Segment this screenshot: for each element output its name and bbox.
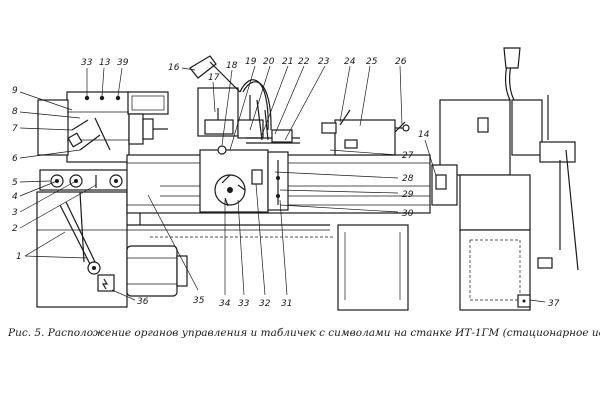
callout-21: 21: [282, 57, 293, 67]
callout-36: 36: [137, 297, 149, 307]
callout-5: 5: [12, 178, 18, 188]
callout-23: 23: [318, 57, 330, 67]
right-pedestal: [337, 224, 409, 311]
callout-33-top: 33: [81, 58, 93, 68]
callout-3: 3: [12, 208, 18, 218]
caption-text: Расположение органов управления и таблич…: [47, 327, 600, 339]
callout-6: 6: [12, 154, 18, 164]
caption-prefix: Рис. 5.: [8, 327, 45, 339]
callout-22: 22: [298, 57, 310, 67]
callout-7: 7: [12, 124, 18, 134]
callout-24: 24: [344, 57, 356, 67]
callout-9: 9: [12, 86, 18, 96]
callout-19: 19: [245, 57, 257, 67]
tool-post: [197, 87, 300, 144]
callout-39: 39: [117, 58, 129, 68]
end-view: [431, 47, 579, 311]
callout-8: 8: [12, 107, 18, 117]
callout-16: 16: [168, 63, 180, 73]
callout-4: 4: [12, 192, 18, 202]
callout-31: 31: [281, 299, 292, 309]
callout-28: 28: [402, 174, 414, 184]
callout-26: 26: [395, 57, 407, 67]
callout-30: 30: [402, 209, 414, 219]
apron: [199, 145, 289, 213]
callout-18: 18: [226, 61, 238, 71]
figure-caption: Рис. 5. Расположение органов управления …: [8, 327, 600, 339]
callout-32: 32: [259, 299, 271, 309]
callout-14: 14: [418, 130, 430, 140]
callout-33-bottom: 33: [238, 299, 250, 309]
callout-27: 27: [402, 151, 414, 161]
leader-lines: [19, 65, 546, 303]
motor: [126, 245, 188, 297]
callout-34: 34: [219, 299, 231, 309]
lamp-front: [189, 55, 272, 131]
headstock: [37, 91, 169, 191]
callout-labels: 33 13 39 16 17 18 19 20 21 22 23 24 25 2…: [12, 57, 560, 309]
callout-35: 35: [193, 296, 205, 306]
callout-17: 17: [208, 73, 220, 83]
callout-20: 20: [263, 57, 275, 67]
callout-37: 37: [548, 299, 560, 309]
callout-2: 2: [12, 224, 18, 234]
callout-1: 1: [16, 252, 22, 262]
lathe-drawing: 33 13 39 16 17 18 19 20 21 22 23 24 25 2…: [12, 47, 579, 311]
callout-13: 13: [99, 58, 111, 68]
tailstock: [321, 109, 410, 156]
callout-25: 25: [366, 57, 378, 67]
callout-29: 29: [402, 190, 414, 200]
left-pedestal: [36, 191, 128, 308]
